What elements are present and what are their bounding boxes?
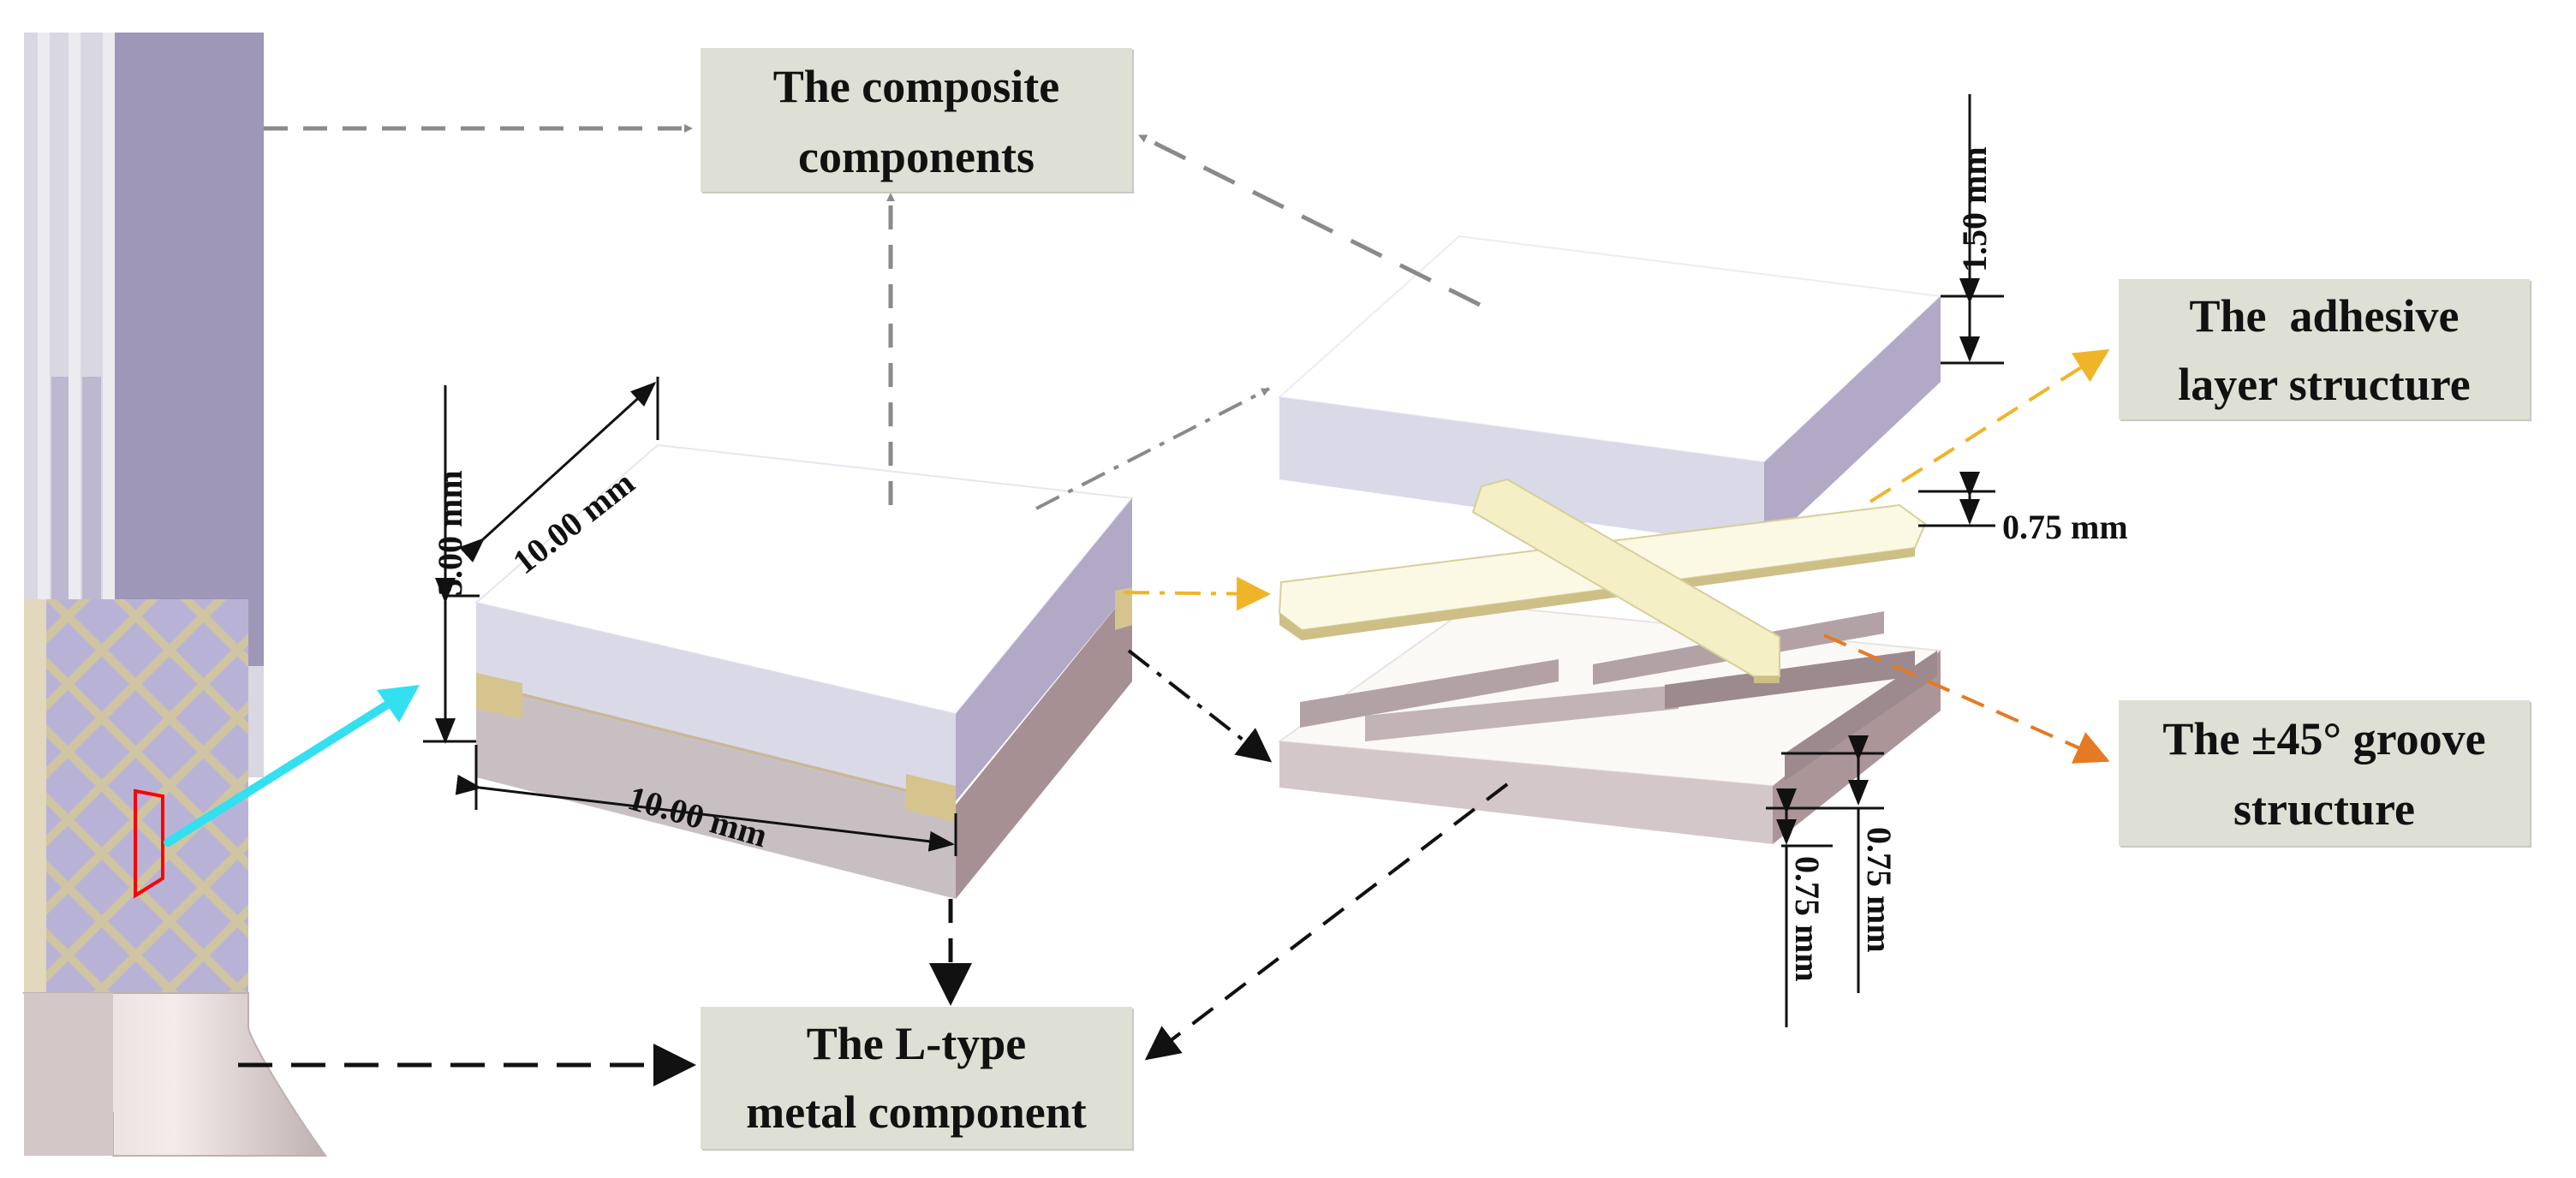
dim-label-groove-depth: 0.75 mm: [1860, 827, 1899, 953]
arrow-to-groove: [1823, 634, 2110, 764]
exploded-composite-front: [1279, 397, 1764, 548]
dashdot-adhesive: [1123, 576, 1271, 611]
groove-structure-label: The ±45° groove structure: [2119, 700, 2530, 846]
metal-flange: [24, 993, 113, 1156]
metal-side-face: [956, 587, 1132, 899]
groove-label-line1: The ±45° groove: [2162, 713, 2486, 765]
connector-arrows: [238, 124, 2110, 1086]
adhesive-line: [476, 681, 956, 805]
red-marker: [134, 788, 164, 899]
adhesive-label-line2: layer structure: [2178, 359, 2471, 410]
dimension-lines: [423, 94, 2004, 1027]
adhesive-block: [1115, 587, 1132, 630]
dim-width-bottom: [455, 774, 955, 852]
exploded-composite-side: [1764, 296, 1941, 548]
arrow-exploded-metal: [1144, 782, 1509, 1061]
adhesive-bar-b-side: [1754, 676, 1780, 683]
groove-rib: [1785, 651, 1937, 781]
dim-label-composite-thickness: 1.50 mm: [1955, 146, 1994, 272]
l-type-joint-model: [22, 33, 420, 1157]
dim-label-adhesive-thickness: 0.75 mm: [2002, 508, 2128, 546]
plate-edge: [38, 33, 50, 777]
plate-edge: [103, 33, 115, 777]
plate-step: [51, 377, 69, 599]
composite-label-line1: The composite: [772, 61, 1060, 112]
arrow-to-adhesive: [1869, 348, 2110, 503]
exploded-view: [1277, 235, 1943, 844]
composite-side-face: [956, 498, 1132, 801]
adhesive-layer-label: The adhesive layer structure: [2119, 279, 2530, 419]
composite-label-line2: components: [797, 131, 1035, 182]
dim-depth-diagonal: [458, 381, 657, 563]
dim-label-height-total: 3.00 mm: [431, 470, 469, 596]
adhesive-label-line1: The adhesive: [2189, 290, 2460, 342]
metal-label-line1: The L-type: [806, 1018, 1027, 1069]
plate-step: [82, 377, 101, 599]
adhesive-edge: [24, 599, 46, 993]
dim-label-metal-thickness: 0.75 mm: [1788, 856, 1827, 982]
cyan-arrowhead: [377, 685, 420, 723]
metal-component-label: The L-type metal component: [701, 1007, 1132, 1149]
composite-front-face: [476, 603, 956, 801]
adhesive-block: [476, 673, 522, 719]
composite-plate-face: [115, 33, 264, 666]
arrow-exploded-composite: [1137, 133, 1482, 307]
groove-rib: [1365, 685, 1679, 741]
groove-plate-front: [1279, 741, 1773, 844]
composite-components-label: The composite components: [701, 48, 1132, 192]
metal-label-line2: metal component: [746, 1086, 1087, 1138]
dashdot-composite: [1035, 387, 1270, 510]
adhesive-bar-a-side: [1279, 548, 1915, 640]
groove-rib: [1665, 651, 1915, 709]
groove-rib: [1300, 659, 1559, 728]
groove-label-line2: structure: [2233, 783, 2415, 835]
groove-mesh-region: [46, 599, 248, 993]
cyan-zoom-arrow: [164, 691, 407, 847]
dashdot-metal: [1127, 649, 1273, 763]
plate-edge: [69, 33, 80, 777]
